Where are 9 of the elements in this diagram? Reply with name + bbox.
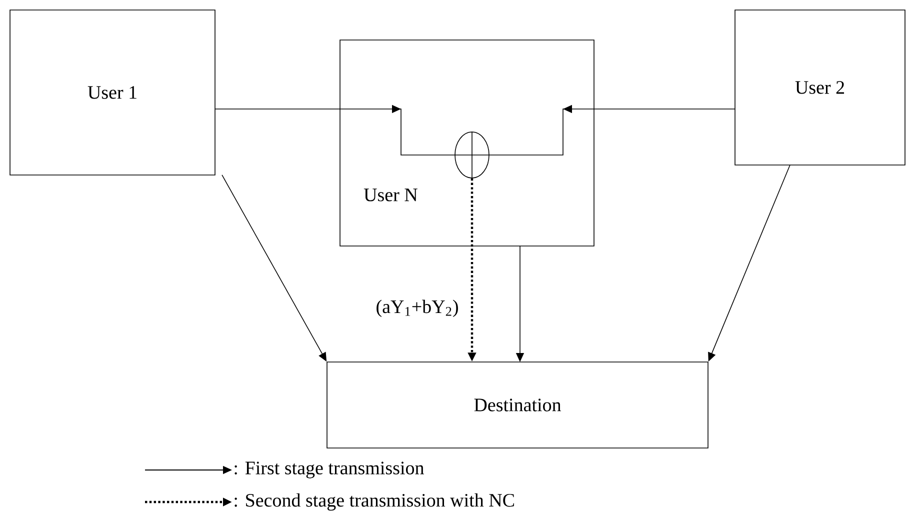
destination-box: Destination — [326, 362, 708, 448]
user-box: User N — [340, 40, 594, 246]
legend-text: : First stage transmission — [234, 462, 424, 478]
edge-label: (aY$_{1}$+bY$_{2}$) — [376, 300, 458, 317]
xor-symbol — [454, 131, 490, 179]
arrow — [214, 104, 455, 156]
user-box: User 1 — [10, 10, 216, 176]
legend-text: : Second stage transmission with NC — [234, 493, 514, 511]
user-box: User 2 — [734, 10, 906, 166]
